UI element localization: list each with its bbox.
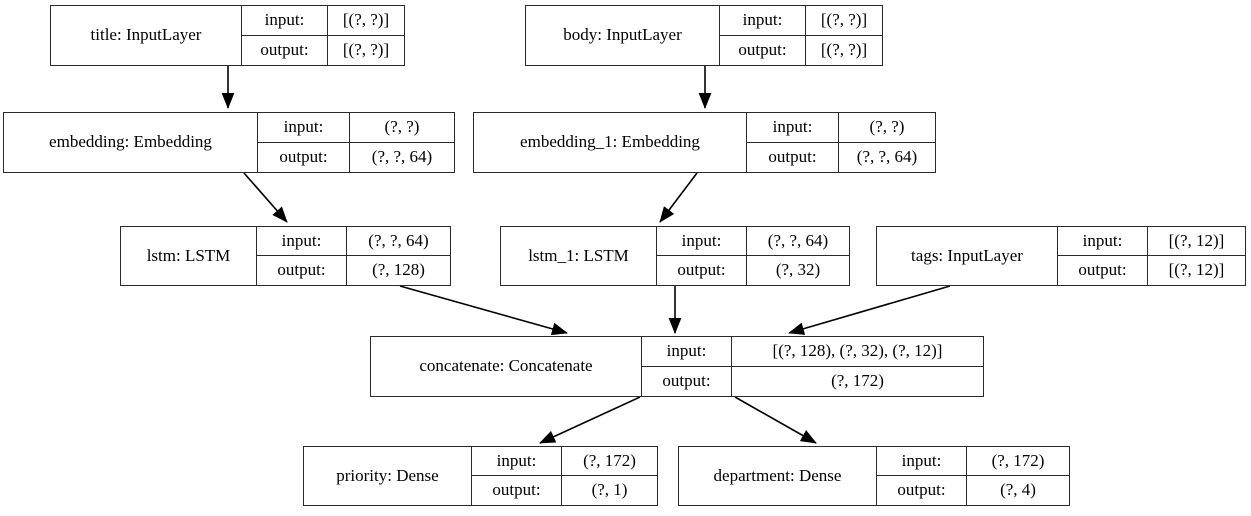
node-lstm_1-input-row: input: (?, ?, 64) [657,227,849,256]
edge-concatenate-to-priority [539,396,641,444]
node-tags-output-row: output: [(?, 12)] [1058,256,1245,285]
node-embedding[interactable]: embedding: Embedding input: (?, ?) output: (… [3,112,455,173]
node-department-title: department: Dense [713,465,842,485]
node-priority-input-value: (?, 172) [583,450,636,470]
node-tags-input-label: input: [1058,227,1148,255]
node-lstm-input-row: input: (?, ?, 64) [257,227,450,256]
edge-embedding_1-to-lstm_1 [659,172,698,223]
node-embedding-shapes: input: (?, ?) output: (?, ?, 64) [257,113,454,172]
node-embedding-input-row: input: (?, ?) [258,113,454,143]
node-department[interactable]: department: Dense input: (?, 172) output: (?… [678,446,1070,506]
node-department-input-value: (?, 172) [991,450,1045,470]
edge-concatenate-to-department [734,396,817,444]
node-title-input-label: input: [242,6,328,35]
node-body-input-value: [(?, ?)] [820,9,868,29]
node-tags[interactable]: tags: InputLayer input: [(?, 12)] output: [(… [876,226,1246,286]
node-embedding_1-input-value: (?, ?) [869,116,905,136]
node-body-output-label: output: [720,35,806,65]
node-priority-output-value: (?, 1) [591,480,628,500]
node-embedding-title: embedding: Embedding [49,132,212,152]
node-lstm-output-label: output: [257,256,347,285]
node-title-shapes: input: [(?, ?)] output: [(?, ?)] [241,6,404,65]
node-tags-input-row: input: [(?, 12)] [1058,227,1245,256]
node-title[interactable]: title: InputLayer input: [(?, ?)] output: [(… [50,5,405,66]
node-embedding_1-output-value: (?, ?, 64) [856,146,918,166]
edge-lstm-to-concatenate [399,285,568,336]
node-lstm_1[interactable]: lstm_1: LSTM input: (?, ?, 64) output: (?, 3… [500,226,850,286]
node-body-output-value: [(?, ?)] [820,39,868,59]
node-lstm-output-value: (?, 128) [372,260,425,280]
node-department-input-row: input: (?, 172) [877,447,1069,476]
node-embedding_1-output-row: output: (?, ?, 64) [747,142,935,172]
node-embedding-output-value: (?, ?, 64) [371,146,433,166]
node-body-input-label: input: [720,6,806,35]
node-priority-input-row: input: (?, 172) [472,447,657,476]
node-lstm-input-value: (?, ?, 64) [368,230,429,250]
node-body-title: body: InputLayer [563,25,682,45]
node-department-output-label: output: [877,476,967,505]
node-embedding-output-row: output: (?, ?, 64) [258,142,454,172]
node-concatenate-input-value: [(?, 128), (?, 32), (?, 12)] [772,340,943,360]
node-embedding_1-input-label: input: [747,113,839,142]
node-title-output-row: output: [(?, ?)] [242,35,404,65]
node-priority-input-label: input: [472,447,562,475]
node-lstm-title: lstm: LSTM [146,245,231,265]
node-concatenate-shapes: input: [(?, 128), (?, 32), (?, 12)] output… [641,337,983,396]
node-body-output-row: output: [(?, ?)] [720,35,882,65]
node-title-input-value: [(?, ?)] [342,9,390,29]
node-priority-output-row: output: (?, 1) [472,476,657,505]
node-lstm-output-row: output: (?, 128) [257,256,450,285]
node-concatenate-output-row: output: (?, 172) [642,366,983,396]
edge-tags-to-concatenate [788,285,951,335]
node-department-output-row: output: (?, 4) [877,476,1069,505]
node-title-output-label: output: [242,35,328,65]
node-body[interactable]: body: InputLayer input: [(?, ?)] output: [(?… [525,5,883,66]
node-lstm_1-input-value: (?, ?, 64) [767,230,829,250]
node-tags-shapes: input: [(?, 12)] output: [(?, 12)] [1057,227,1245,285]
node-lstm_1-shapes: input: (?, ?, 64) output: (?, 32) [656,227,849,285]
node-tags-input-value: [(?, 12)] [1168,230,1225,250]
node-embedding_1-shapes: input: (?, ?) output: (?, ?, 64) [746,113,935,172]
node-embedding_1-title: embedding_1: Embedding [520,132,700,152]
node-lstm_1-output-label: output: [657,256,747,285]
node-tags-output-label: output: [1058,256,1148,285]
node-concatenate-input-label: input: [642,337,732,366]
node-body-input-row: input: [(?, ?)] [720,6,882,36]
node-concatenate-output-label: output: [642,366,732,396]
node-title-input-row: input: [(?, ?)] [242,6,404,36]
node-priority-shapes: input: (?, 172) output: (?, 1) [471,447,657,505]
node-embedding-output-label: output: [258,142,350,172]
node-priority-output-label: output: [472,476,562,505]
node-lstm_1-output-value: (?, 32) [775,260,821,280]
edge-embedding-to-lstm [243,172,288,223]
node-department-shapes: input: (?, 172) output: (?, 4) [876,447,1069,505]
node-lstm_1-output-row: output: (?, 32) [657,256,849,285]
node-concatenate-input-row: input: [(?, 128), (?, 32), (?, 12)] [642,337,983,367]
node-lstm_1-input-label: input: [657,227,747,255]
node-tags-output-value: [(?, 12)] [1168,260,1225,280]
node-title-title: title: InputLayer [90,25,202,45]
node-concatenate[interactable]: concatenate: Concatenate input: [(?, 128),… [370,336,984,397]
node-title-output-value: [(?, ?)] [342,39,390,59]
node-lstm-input-label: input: [257,227,347,255]
node-department-output-value: (?, 4) [1000,480,1036,500]
node-concatenate-title: concatenate: Concatenate [419,356,593,376]
node-concatenate-output-value: (?, 172) [831,370,884,390]
node-embedding-input-value: (?, ?) [384,116,420,136]
node-embedding-input-label: input: [258,113,350,142]
node-lstm[interactable]: lstm: LSTM input: (?, ?, 64) output: (?, 128… [120,226,451,286]
node-department-input-label: input: [877,447,967,475]
node-priority[interactable]: priority: Dense input: (?, 172) output: (?, … [303,446,658,506]
node-embedding_1-output-label: output: [747,142,839,172]
node-embedding_1[interactable]: embedding_1: Embedding input: (?, ?) output… [473,112,936,173]
node-embedding_1-input-row: input: (?, ?) [747,113,935,143]
node-tags-title: tags: InputLayer [911,245,1023,265]
node-priority-title: priority: Dense [336,465,439,485]
node-lstm-shapes: input: (?, ?, 64) output: (?, 128) [256,227,450,285]
node-body-shapes: input: [(?, ?)] output: [(?, ?)] [719,6,882,65]
node-lstm_1-title: lstm_1: LSTM [528,245,629,265]
